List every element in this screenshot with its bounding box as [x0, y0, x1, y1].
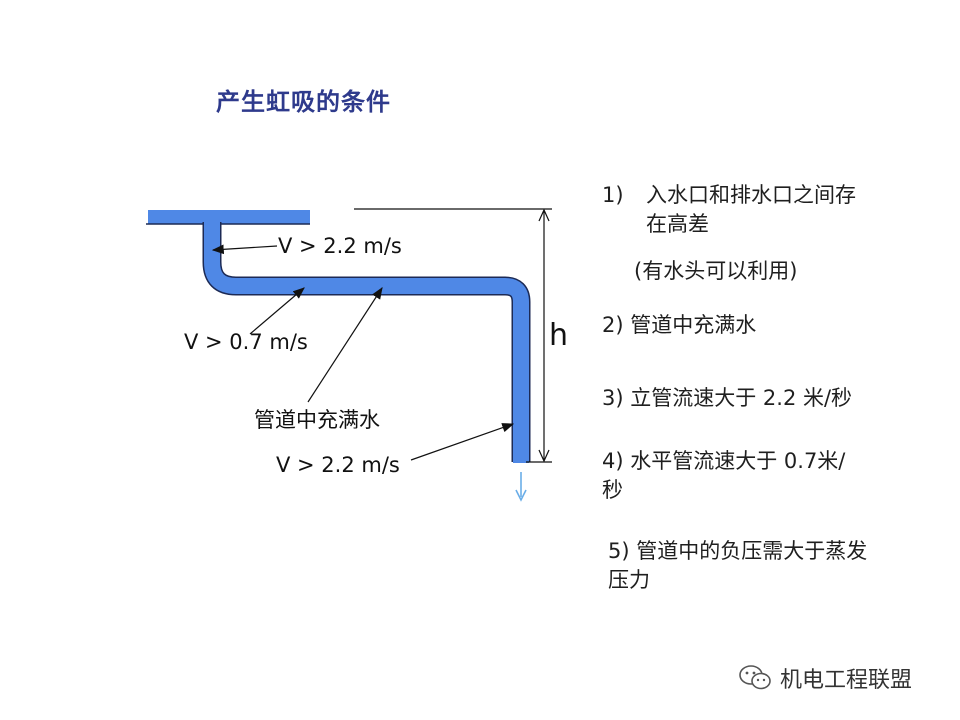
height-arrow-top — [538, 208, 550, 222]
outflow-arrowhead — [515, 489, 527, 502]
leader-full-pipe — [307, 286, 383, 403]
label-v-top: V > 2.2 m/s — [278, 234, 402, 258]
condition-5-line2: 压力 — [608, 568, 650, 592]
condition-3: 3) 立管流速大于 2.2 米/秒 — [602, 386, 853, 410]
pipe-inlet — [204, 210, 220, 224]
leader-v-horizontal — [249, 287, 305, 335]
pipe — [204, 222, 529, 463]
label-full-pipe: 管道中充满水 — [254, 408, 380, 432]
watermark-text: 机电工程联盟 — [780, 668, 913, 693]
condition-1-line2: 在高差 — [646, 212, 709, 236]
leader-v-vertical — [410, 423, 515, 461]
leader-v-top — [211, 244, 278, 255]
label-v-vertical: V > 2.2 m/s — [276, 453, 400, 477]
wechat-icon — [739, 665, 771, 690]
page-title: 产生虹吸的条件 — [216, 87, 391, 116]
condition-4-line2: 秒 — [602, 478, 623, 502]
condition-1-note: (有水头可以利用) — [634, 259, 798, 283]
condition-4-line1: 4) 水平管流速大于 0.7米/ — [602, 449, 846, 473]
label-v-horizontal: V > 0.7 m/s — [184, 330, 308, 354]
label-height: h — [549, 318, 569, 353]
condition-1-line1: 入水口和排水口之间存 — [646, 183, 856, 207]
condition-2: 2) 管道中充满水 — [602, 313, 757, 337]
reservoir — [148, 210, 310, 224]
height-arrow-bottom — [538, 449, 550, 463]
watermark: 机电工程联盟 — [738, 662, 912, 694]
condition-1-number: 1) — [602, 183, 624, 207]
condition-5-line1: 5) 管道中的负压需大于蒸发 — [608, 539, 868, 563]
